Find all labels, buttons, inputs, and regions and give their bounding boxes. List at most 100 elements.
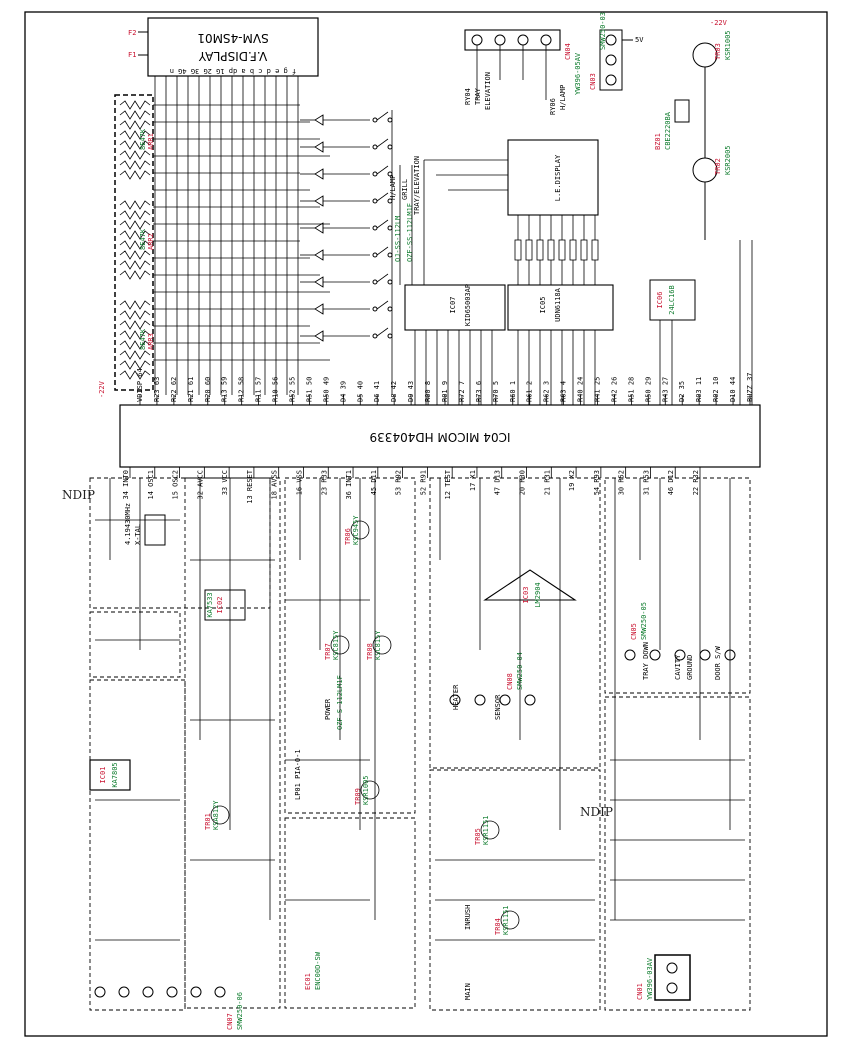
mcu-bottom-pin: 20 R30 xyxy=(519,470,527,495)
mcu-top-pin: R60 1 xyxy=(509,381,517,402)
mcu-top-pin: R52 55 xyxy=(289,377,297,402)
mcu-top-pin: R70 5 xyxy=(492,381,500,402)
ic01-ref: IC01 xyxy=(99,767,107,784)
ic01: IC01 KA7805 xyxy=(89,759,131,791)
tr03-supply: -22V xyxy=(710,19,728,27)
wiring xyxy=(95,478,745,941)
mcu-bottom-pin: 17 X1 xyxy=(469,470,477,491)
door-label: DOOR S/W xyxy=(714,645,722,680)
mcu-bottom-pin: 52 R91 xyxy=(419,470,427,495)
mcu-bottom-pin: 31 R53 xyxy=(642,470,650,495)
mcu-bottom-pin: 30 R52 xyxy=(618,470,626,495)
mcu-top-pin: R51 28 xyxy=(627,377,635,402)
transistor-part: KSR1151 xyxy=(482,815,490,845)
heater-label: HEATER xyxy=(452,684,460,710)
mcu-top-pin: R43 27 xyxy=(661,377,669,402)
mcu-top-pin: D6 41 xyxy=(373,381,381,402)
transistor-part: KSC945Y xyxy=(352,515,360,545)
ic01-part: KA7805 xyxy=(111,762,119,787)
ic07-driver: IC07 KID65003AP xyxy=(404,284,506,331)
array-value: 8E47K xyxy=(139,128,147,150)
array-value: 8E47K xyxy=(139,228,147,250)
mcu-bottom-pin: 54 R93 xyxy=(593,470,601,495)
mcu-top-pin: R02 10 xyxy=(712,377,720,402)
mcu-top-pin: R23 63 xyxy=(153,377,161,402)
mcu-top-pin: R03 11 xyxy=(695,377,703,402)
array-name: ARR2 xyxy=(147,233,155,250)
vfd-pin-f2: F2 xyxy=(128,29,136,37)
xtal-freq: 4.19430MHz xyxy=(124,503,132,545)
mcu-top-pin: R00 8 xyxy=(424,381,432,402)
mcu-top-pin: D9 43 xyxy=(407,381,415,402)
cavity-label: CAVITY xyxy=(674,654,682,680)
transistor-ref: TR08 xyxy=(366,643,374,660)
lp-label: LP01 PIA-0-1 xyxy=(294,749,302,800)
mcu-top-pin: R41 25 xyxy=(594,377,602,402)
mcu-top-pin: VDISP 64 xyxy=(136,368,144,402)
mcu-top-pin: R42 26 xyxy=(610,377,618,402)
transistor-ref: TR06 xyxy=(344,528,352,545)
tray-lamp: H/LAMP xyxy=(559,85,567,110)
micom-title: IC04 MICOM HD404339 xyxy=(370,430,511,444)
mcu-top-pin: D10 44 xyxy=(729,377,737,402)
ic06: IC06 24LC16B xyxy=(649,240,753,405)
mcu-bottom-pin: 14 OSC1 xyxy=(147,470,155,500)
vfd-pin-f1: F1 xyxy=(128,51,136,59)
ic06-part: 24LC16B xyxy=(668,285,676,315)
lower-blocks xyxy=(89,477,751,1011)
vfd-name: V.F.DISPLAY xyxy=(198,49,267,63)
transistor-ref: TR05 xyxy=(474,828,482,845)
power-label: POWER xyxy=(324,698,332,720)
relay-labels: H/LAMP GRILL TRAY/ELEVATION OJ-SS-112LM … xyxy=(389,156,508,285)
cn08-ref: CN08 xyxy=(506,673,514,690)
transistor-ref: TR09 xyxy=(354,788,362,805)
relay-hlamp: H/LAMP xyxy=(389,175,397,200)
transistor-part: KSR1005 xyxy=(362,775,370,805)
mcu-top-pin: R50 29 xyxy=(644,377,652,402)
mcu-bottom-pin: 13 RESET xyxy=(246,469,254,504)
mcu-bottom-pin: 21 R31 xyxy=(543,470,551,495)
cn05-part: SMW250-05 xyxy=(640,602,648,640)
cn03-part: SMW250-03 xyxy=(599,12,607,50)
mcu-top-pin: R22 62 xyxy=(170,377,178,402)
mcu-top-pin: R73 6 xyxy=(475,381,483,402)
display-bus xyxy=(153,76,330,395)
tray-ry04: RY04 xyxy=(464,88,472,105)
array-name: ARR3 xyxy=(147,333,155,350)
mcu-top-pin: R12 58 xyxy=(238,377,246,402)
array-supply: -22V xyxy=(98,380,106,398)
mcu-top-pin: R50 49 xyxy=(322,377,330,402)
mcu-bottom-pin: 47 D13 xyxy=(494,470,502,495)
mcu-top-pin: R40 24 xyxy=(577,377,585,402)
cn01-part: YW396-03AV xyxy=(646,957,654,1000)
sensor-label: SENSOR xyxy=(494,694,502,720)
transistor-part: KSA812Y xyxy=(212,800,220,830)
inrush-label: INRUSH xyxy=(464,905,472,930)
mcu-bottom-pin: 46 D12 xyxy=(667,470,675,495)
diode-matrix xyxy=(300,110,393,395)
mcu-top-pin: D4 39 xyxy=(339,381,347,402)
mcu-top-pin: D5 40 xyxy=(356,381,364,402)
vfd-grid-labels: f g e d c b a dp 1G 2G 3G 4G n xyxy=(170,67,296,75)
mcu-bottom-pin: 53 R92 xyxy=(395,470,403,495)
cn07-pins xyxy=(94,986,226,998)
ic03-part: LM2904 xyxy=(534,582,542,607)
mcu-top-pin: D2 35 xyxy=(678,381,686,402)
transistor-part: KSC815Y xyxy=(374,630,382,660)
ic02-ref: IC02 xyxy=(216,597,224,614)
relay-part-1: OJ-SS-112LM xyxy=(394,216,402,262)
mcu-bottom-pin: 45 D11 xyxy=(370,470,378,495)
mcu-bottom-pin: 18 AVSS xyxy=(271,470,279,500)
transistor-ref: TR01 xyxy=(204,813,212,830)
cn01-ref: CN01 xyxy=(636,983,644,1000)
buzzer-part: CBE2220BA xyxy=(664,111,672,150)
mcu-bottom-pin: 33 VCC xyxy=(221,470,229,495)
cn04-part: YW396-05AV xyxy=(574,52,582,95)
tr03-part: KSR1005 xyxy=(724,30,732,60)
ndip-note-left: NDIP xyxy=(62,488,95,502)
mcu-top-pin: R21 61 xyxy=(187,377,195,402)
lower-connectors: CN08 SMW250-04 CN05 SMW250-05 CN07 SMW25… xyxy=(226,602,736,1030)
buzzer-block: BZ01 CBE2220BA TR03 KSR1005 TR02 KSR2005… xyxy=(654,19,732,240)
